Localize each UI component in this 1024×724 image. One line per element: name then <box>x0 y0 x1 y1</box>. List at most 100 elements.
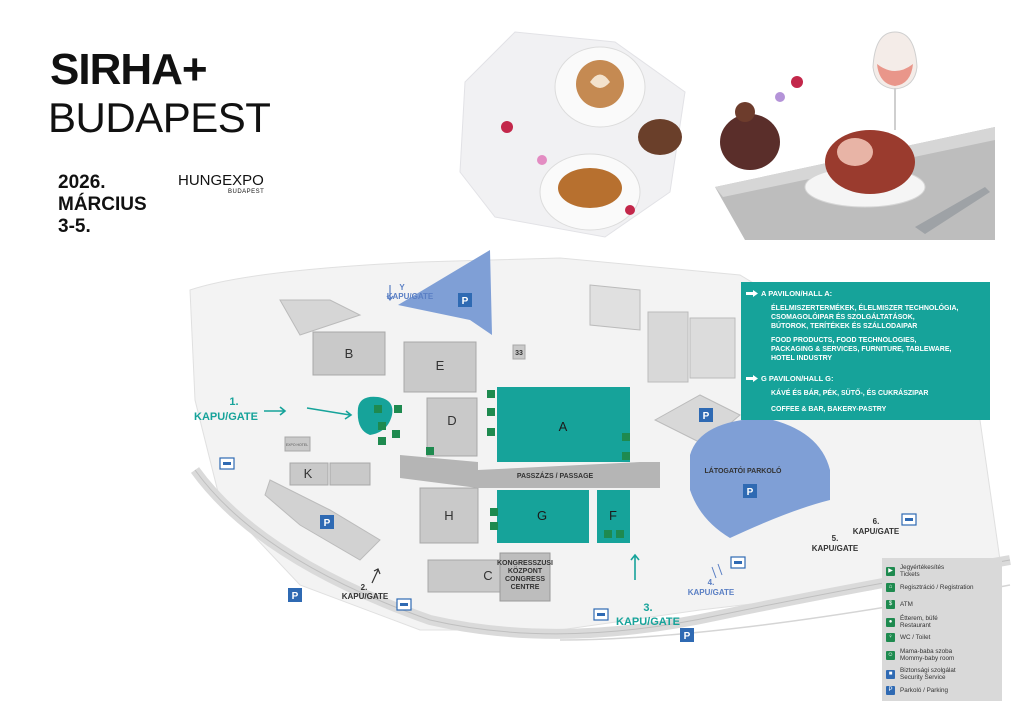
legend-label: Regisztráció / Registration <box>900 584 974 591</box>
restaurant-icon: ● <box>886 617 895 627</box>
hall-g-label: G <box>537 508 547 523</box>
parking-sign-3: P <box>324 518 331 529</box>
ticket-icon: ▶ <box>886 566 895 576</box>
logo-sirha: SIRHA+ <box>50 45 208 94</box>
wc-icon: ♀ <box>886 633 895 642</box>
baby-room-icon: ☺ <box>886 650 895 660</box>
security-icon: ■ <box>886 669 895 679</box>
arrow-right-icon <box>746 290 758 297</box>
visitor-parking-label: LÁTOGATÓI PARKOLÓ <box>705 466 783 475</box>
hall-k <box>289 462 329 486</box>
congress-centre <box>499 552 551 602</box>
gate-6-label: KAPU/GATE <box>853 527 900 536</box>
parking-sign-2: P <box>747 487 754 498</box>
ticket-icon <box>374 405 382 413</box>
hall-a-en-line-1: FOOD PRODUCTS, FOOD TECHNOLOGIES, <box>771 337 917 344</box>
hall-a <box>497 387 630 462</box>
parking-icon <box>680 628 694 642</box>
gate-3-number: 3. <box>643 602 652 614</box>
hall-a-en-line-2: PACKAGING & SERVICES, FURNITURE, TABLEWA… <box>771 346 952 353</box>
passage-label: PASSZÁZS / PASSAGE <box>517 471 594 480</box>
parking-icon <box>743 484 757 498</box>
hall-g-en: COFFEE & BAR, BAKERY-PASTRY <box>771 406 887 413</box>
expo-hotel-label: EXPO HOTEL <box>286 443 308 447</box>
date-year: 2026. <box>58 172 106 193</box>
restaurant-icon <box>490 508 498 516</box>
building-33-label: 33 <box>515 350 523 357</box>
gate-y-number: Y <box>399 283 405 292</box>
event-date: 2026. MÁRCIUS 3-5. <box>58 172 147 238</box>
parking-sign-1: P <box>703 411 710 422</box>
gate-1-arrow-icon-2 <box>306 407 353 420</box>
hall-g <box>497 490 589 543</box>
legend-sublabel: Security Service <box>900 674 946 681</box>
expo-hotel <box>284 436 311 452</box>
hall-a-en: FOOD PRODUCTS, FOOD TECHNOLOGIES, PACKAG… <box>771 336 986 363</box>
gate-1-label: KAPU/GATE <box>194 411 258 423</box>
gate-5-label: KAPU/GATE <box>812 544 859 553</box>
atm-icon: $ <box>886 600 895 609</box>
hall-f-label: F <box>609 508 617 523</box>
hall-a-hu-line-1: ÉLELMISZERTERMÉKEK, ÉLELMISZER TECHNOLÓG… <box>771 305 959 312</box>
hall-c-label: C <box>483 568 492 583</box>
hall-e <box>403 341 477 393</box>
registration-icon <box>604 530 612 538</box>
hall-h-label: H <box>444 508 453 523</box>
gate-y-arrow-icon <box>386 285 394 301</box>
parking-sign-y: P <box>462 296 469 307</box>
gate-1-arrow-icon <box>264 406 287 416</box>
hall-a-hu-line-3: BÚTOROK, TERÍTÉKEK ÉS SZÁLLODAIPAR <box>771 323 918 330</box>
wc-icon <box>426 447 434 455</box>
gate-4-label: KAPU/GATE <box>688 588 735 597</box>
hall-d <box>426 397 478 457</box>
gate-3-arrow-icon <box>630 553 640 580</box>
congress-label-3: CONGRESS <box>505 576 545 583</box>
gate-1-number: 1. <box>229 396 238 408</box>
hall-b-label: B <box>345 346 354 361</box>
building-33 <box>512 344 526 360</box>
hall-d-label: D <box>447 413 456 428</box>
transit-sign-bars <box>223 462 913 616</box>
hall-f <box>597 490 630 543</box>
date-days: 3-5. <box>58 216 91 237</box>
parking-signs: P P P P P P <box>288 293 757 642</box>
hall-h <box>419 487 479 544</box>
restaurant-icon <box>378 437 386 445</box>
food-photo <box>459 31 995 240</box>
congress-label-4: CENTRE <box>511 584 540 591</box>
passage <box>400 455 660 488</box>
hall-g-title: G PAVILON/HALL G: <box>761 374 834 383</box>
wc-icon <box>487 428 495 436</box>
parking-icon: P <box>886 686 895 695</box>
hall-k-annex <box>329 462 371 486</box>
restaurant-icon <box>487 408 495 416</box>
congress-label-1: KONGRESSZUSI <box>497 560 553 567</box>
hall-e-label: E <box>436 358 445 373</box>
hall-a-hu: ÉLELMISZERTERMÉKEK, ÉLELMISZER TECHNOLÓG… <box>771 304 986 331</box>
parking-sign-5: P <box>684 631 691 642</box>
gate-6-number: 6. <box>873 517 880 526</box>
wc-icon <box>487 390 495 398</box>
gate-4-arrow-icon <box>711 563 723 579</box>
registration-icon: ⌂ <box>886 583 895 592</box>
legend-label: WC / Toilet <box>900 634 931 641</box>
gate-5-number: 5. <box>832 534 839 543</box>
road-edge <box>194 469 1011 635</box>
arrow-right-icon <box>746 375 758 382</box>
venue-sub: BUDAPEST <box>228 189 265 195</box>
registration-icon <box>378 422 386 430</box>
parking-sign-4: P <box>292 591 299 602</box>
parking-icon <box>288 588 302 602</box>
legend-label: Mama-baba szoba <box>900 648 953 655</box>
legend-label: Étterem, büfé <box>900 615 938 622</box>
gate-4-number: 4. <box>708 578 715 587</box>
legend-item-registration: ⌂ Regisztráció / Registration <box>886 583 974 592</box>
legend-sublabel: Mommy-baby room <box>900 655 955 662</box>
wc-icon <box>622 452 630 460</box>
legend-item-atm: $ ATM <box>886 600 913 609</box>
hall-b <box>312 331 386 376</box>
